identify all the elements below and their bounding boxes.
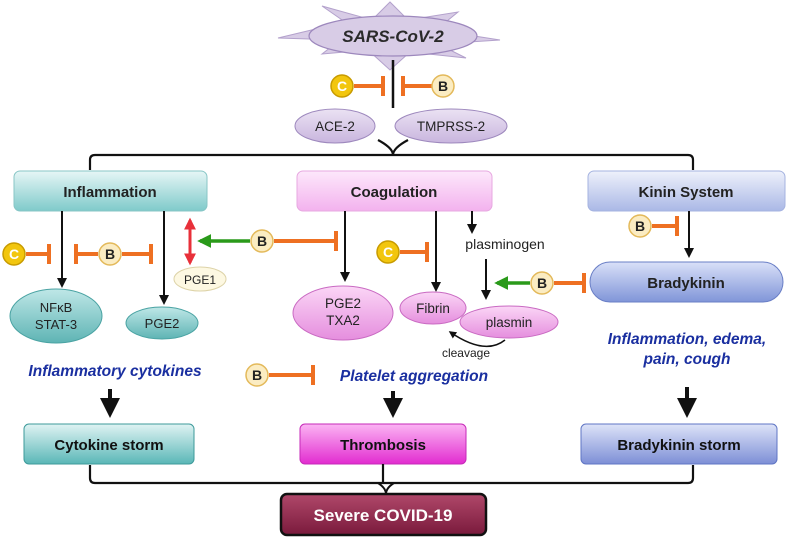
severe-covid-box: Severe COVID-19 <box>279 492 488 537</box>
top-bracket <box>88 153 695 170</box>
kinin-system-label: Kinin System <box>638 184 733 201</box>
severe-covid-label: Severe COVID-19 <box>314 506 453 525</box>
bradykinin-node: Bradykinin <box>589 261 784 303</box>
drug-b-bradykinin-modulator: B <box>494 271 586 295</box>
coagulation-label: Coagulation <box>351 184 438 201</box>
b-badge-label: B <box>252 367 262 383</box>
platelet-aggregation-label: Platelet aggregation <box>340 368 488 385</box>
thrombosis-box: Thrombosis <box>299 423 467 465</box>
pge2-coag-label: PGE2 <box>325 296 361 311</box>
tmprss2-receptor: TMPRSS-2 <box>394 108 508 144</box>
ace2-label: ACE-2 <box>315 119 355 134</box>
b-badge-label: B <box>537 275 547 291</box>
cleavage-label: cleavage <box>442 346 490 360</box>
c-badge-label: C <box>9 246 19 262</box>
fibrin-node: Fibrin <box>399 291 467 325</box>
nfkb-stat3-node: NFκB STAT-3 <box>9 288 103 344</box>
virus-label: SARS-CoV-2 <box>342 27 444 46</box>
kinin-system-box: Kinin System <box>587 170 786 212</box>
kinin-effects-line1: Inflammation, edema, <box>608 331 766 348</box>
drug-b-inhibitor-kinin: B <box>628 214 679 238</box>
pge2-inflammation-node: PGE2 <box>125 306 199 340</box>
bradykinin-storm-box: Bradykinin storm <box>580 423 778 465</box>
bottom-bracket <box>88 465 695 485</box>
cytokine-storm-box: Cytokine storm <box>23 423 195 465</box>
tmprss2-label: TMPRSS-2 <box>417 119 485 134</box>
stat3-label: STAT-3 <box>35 317 77 332</box>
drug-b-stimulate-pge: B <box>197 229 338 253</box>
drug-b-dual-inhibitor: B <box>74 242 153 266</box>
bradykinin-storm-label: Bradykinin storm <box>617 437 740 454</box>
inflammation-box: Inflammation <box>13 170 208 212</box>
nfkb-label: NFκB <box>40 300 73 315</box>
pge1-node: PGE1 <box>173 266 227 292</box>
drug-c-inhibitor-fibrin: C <box>376 240 429 264</box>
pge2-label: PGE2 <box>145 316 180 331</box>
thrombosis-label: Thrombosis <box>340 437 426 454</box>
inflammatory-cytokines-label: Inflammatory cytokines <box>28 363 202 380</box>
c-badge-label: C <box>383 244 393 260</box>
ace2-receptor: ACE-2 <box>294 108 376 144</box>
pge2-txa2-node: PGE2 TXA2 <box>292 285 394 341</box>
b-badge-label: B <box>257 233 267 249</box>
c-badge-label: C <box>337 78 347 94</box>
bottom-bracket-point <box>377 482 395 495</box>
cytokine-storm-label: Cytokine storm <box>54 437 163 454</box>
cleavage-arrow <box>448 331 506 348</box>
drug-c-inhibitor-top: C <box>330 74 385 98</box>
coagulation-box: Coagulation <box>296 170 493 212</box>
drug-b-inhibitor-top: B <box>401 74 455 98</box>
plasmin-label: plasmin <box>486 315 533 330</box>
kinin-effects-line2: pain, cough <box>643 351 731 368</box>
b-badge-label: B <box>635 218 645 234</box>
pge1-label: PGE1 <box>184 273 216 287</box>
plasmin-node: plasmin <box>459 305 559 339</box>
plasminogen-label: plasminogen <box>465 236 544 252</box>
inflammation-label: Inflammation <box>63 184 156 201</box>
drug-b-inhibitor-platelet: B <box>245 363 315 387</box>
drug-c-inhibitor-nfkb: C <box>2 242 51 266</box>
fibrin-label: Fibrin <box>416 301 450 316</box>
b-badge-label: B <box>105 246 115 262</box>
b-badge-label: B <box>438 78 448 94</box>
top-bracket-point <box>377 139 409 156</box>
bradykinin-label: Bradykinin <box>647 275 725 292</box>
txa2-label: TXA2 <box>326 313 360 328</box>
sars-cov-2-virus: SARS-CoV-2 <box>277 1 501 71</box>
